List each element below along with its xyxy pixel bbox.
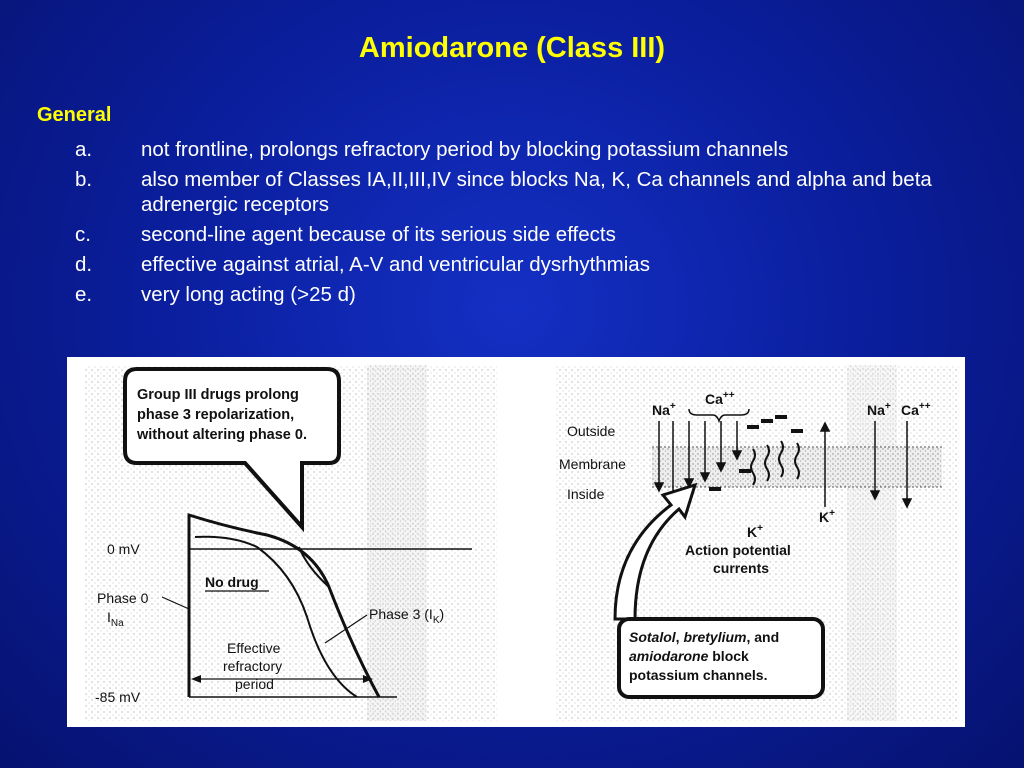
pointer-curved-arrow [613, 482, 698, 621]
diagram-figure: Group III drugs prolong phase 3 repolari… [67, 357, 965, 727]
na-ion-label: Na+ [652, 401, 676, 418]
left-callout-line: phase 3 repolarization, [137, 407, 294, 423]
item-letter: d. [75, 253, 93, 276]
item-text: not frontline, prolongs refractory perio… [141, 138, 789, 161]
ca-ion-label: Ca++ [705, 390, 735, 407]
phase0-label: Phase 0 [97, 590, 149, 606]
item-text: also member of Classes IA,II,III,IV sinc… [141, 168, 932, 216]
k-ion-label: K+ [747, 523, 763, 540]
item-letter: b. [75, 168, 93, 191]
left-callout-line: without altering phase 0. [136, 427, 307, 443]
outside-label: Outside [567, 423, 615, 439]
right-callout-line: potassium channels. [629, 667, 767, 683]
phase3-label: Phase 3 (IK) [369, 606, 444, 626]
no-drug-label: No drug [205, 574, 259, 590]
ca-ion-label-right: Ca++ [901, 401, 931, 418]
right-callout-line: Sotalol, bretylium, and [629, 629, 779, 645]
item-text: effective against atrial, A-V and ventri… [141, 253, 650, 276]
membrane-label: Membrane [559, 456, 626, 472]
ap-currents-label: Action potential [685, 542, 791, 558]
item-letter: c. [75, 223, 91, 246]
na-ion-label-right: Na+ [867, 401, 891, 418]
item-text: very long acting (>25 d) [141, 283, 356, 306]
erp-label-line: period [235, 676, 274, 692]
outward-current-arrow [819, 421, 831, 507]
right-callout-box [617, 617, 825, 699]
left-callout-line: Group III drugs prolong [137, 387, 299, 403]
ap-currents-label: currents [713, 560, 769, 576]
left-callout-bubble [123, 367, 341, 533]
phase0-pointer [161, 596, 190, 610]
ina-label: INa [107, 609, 124, 629]
minus85-mv-label: -85 mV [95, 689, 141, 705]
action-potential-panel: Group III drugs prolong phase 3 repolari… [85, 365, 497, 721]
ion-channel-panel: Outside Membrane Inside Na+ Ca++ Na+ Ca+… [555, 365, 959, 721]
phase3-pointer [324, 614, 368, 644]
erp-label-line: Effective [227, 640, 281, 656]
inside-label: Inside [567, 486, 605, 502]
blocked-potassium-channels [750, 440, 800, 486]
drug-action-potential-curve [187, 512, 381, 698]
diagram-svg: Group III drugs prolong phase 3 repolari… [85, 365, 959, 721]
right-callout-line: amiodarone block [629, 648, 749, 664]
slide-title: Amiodarone (Class III) [358, 32, 666, 64]
item-letter: e. [75, 283, 93, 306]
item-text: second-line agent because of its serious… [141, 223, 616, 246]
erp-label-line: refractory [223, 658, 282, 674]
k-ion-label-right: K+ [819, 508, 835, 525]
no-drug-action-potential-curve [194, 535, 358, 698]
channel-block-bars [709, 415, 803, 491]
zero-mv-label: 0 mV [107, 541, 140, 557]
section-heading: General [37, 104, 112, 126]
item-letter: a. [75, 138, 93, 161]
